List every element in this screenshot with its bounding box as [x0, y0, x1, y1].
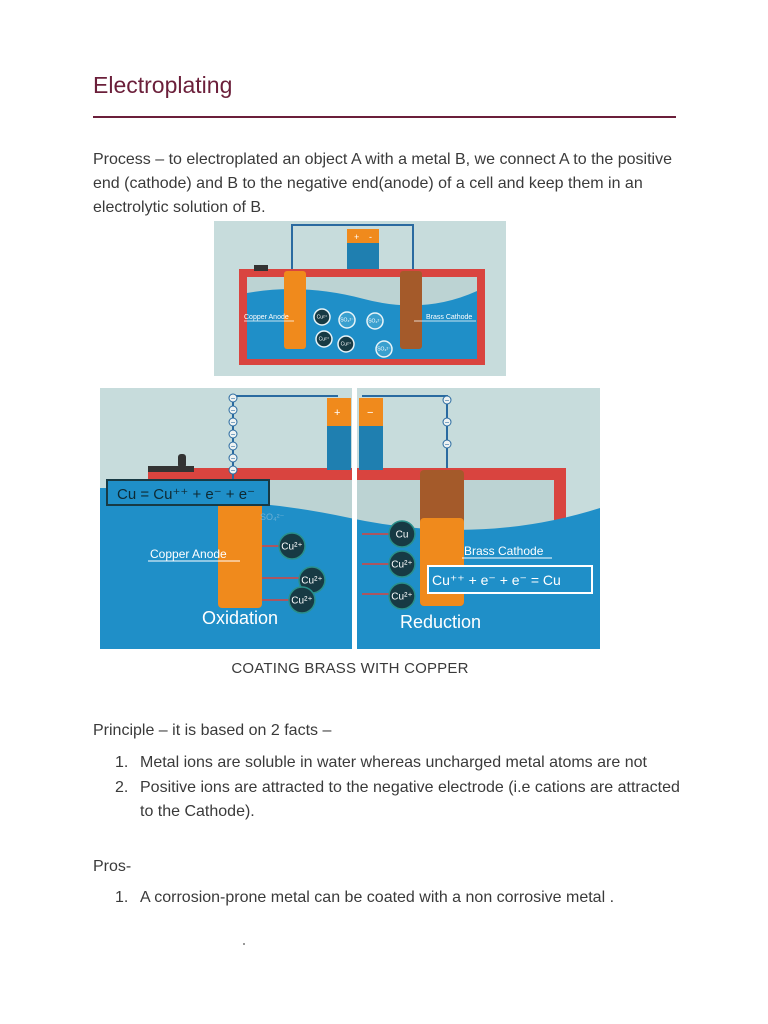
- battery-plus: +: [354, 232, 359, 242]
- list-item: 1. Metal ions are soluble in water wherea…: [93, 751, 683, 775]
- battery-plus: +: [334, 407, 340, 419]
- electron-sign: −: [231, 406, 236, 415]
- electron-icon: −: [228, 405, 238, 415]
- ion-bubble: Cu²⁺: [313, 308, 331, 326]
- ion-bubble: SO₄²⁻: [366, 312, 384, 330]
- electron-sign: −: [231, 418, 236, 427]
- electron-icon: −: [228, 393, 238, 403]
- brass-cathode: [400, 271, 422, 349]
- electron-sign: −: [231, 430, 236, 439]
- left-anode-label: Copper Anode: [150, 547, 227, 561]
- list-text: A corrosion-prone metal can be coated wi…: [140, 889, 615, 906]
- ion-bubble: Cu: [388, 520, 416, 548]
- reduction-title: Reduction: [400, 612, 481, 632]
- list-number: 2.: [115, 779, 129, 796]
- reduction-equation-box: Cu⁺⁺ + e⁻ + e⁻ = Cu: [427, 565, 593, 594]
- ion-label: Cu²⁺: [391, 591, 412, 602]
- reduction-equation: Cu⁺⁺ + e⁻ + e⁻ = Cu: [432, 572, 561, 588]
- panel-divider: [352, 388, 357, 649]
- ion-label: SO₄²⁻: [377, 347, 391, 353]
- list-number: 1.: [115, 754, 129, 771]
- electron-sign: −: [231, 394, 236, 403]
- battery-icon: + −: [327, 398, 383, 470]
- ion-bubble: SO₄²⁻: [338, 311, 356, 329]
- oxidation-title: Oxidation: [202, 608, 278, 628]
- ion-bubble: Cu²⁺: [337, 335, 355, 353]
- ion-label: Cu²⁺: [319, 337, 330, 343]
- circuit-wire: [291, 224, 414, 269]
- ion-label: SO₄²⁻: [368, 319, 382, 325]
- electron-sign: −: [231, 442, 236, 451]
- stray-mark: [243, 943, 245, 945]
- electron-icon: −: [442, 395, 452, 405]
- ion-bubble: Cu²⁺: [388, 550, 416, 578]
- electron-icon: −: [228, 465, 238, 475]
- ion-label: Cu²⁺: [301, 575, 322, 586]
- cathode-label: Brass Cathode: [426, 314, 472, 321]
- battery-icon: + -: [347, 229, 379, 269]
- electron-sign: −: [231, 466, 236, 475]
- ion-bubble: Cu²⁺: [315, 330, 333, 348]
- page-title: Electroplating: [93, 72, 233, 98]
- electron-sign: −: [445, 396, 450, 405]
- electroplating-cell-figure: + - Copper Anode Brass Cathode Cu²⁺ SO₄²⁻…: [214, 221, 506, 376]
- battery-minus: -: [369, 232, 372, 242]
- ion-label: Cu²⁺: [391, 559, 412, 570]
- ion-label: SO₄²⁻: [340, 318, 354, 324]
- electron-icon: −: [228, 429, 238, 439]
- ion-bubble: Cu²⁺: [288, 586, 316, 614]
- copper-anode: [218, 498, 262, 608]
- electron-icon: −: [228, 417, 238, 427]
- principle-list: 1. Metal ions are soluble in water wherea…: [93, 751, 683, 824]
- list-item: 1. A corrosion-prone metal can be coated …: [93, 886, 683, 910]
- ion-label: Cu²⁺: [281, 541, 302, 552]
- pros-heading: Pros-: [93, 858, 132, 875]
- electron-sign: −: [445, 440, 450, 449]
- copper-anode: [284, 271, 306, 349]
- ion-label: Cu²⁺: [317, 315, 328, 321]
- list-number: 1.: [115, 889, 129, 906]
- ion-group: Cu²⁺ SO₄²⁻ SO₄²⁻ Cu²⁺ Cu²⁺ SO₄²⁻: [313, 308, 393, 358]
- oxidation-reduction-figure: −−−−−−−−−−−− + − Cu = Cu⁺⁺ + e⁻ + e⁻ Cu⁺…: [100, 388, 600, 649]
- ion-label: Cu²⁺: [291, 595, 312, 606]
- pros-list: 1. A corrosion-prone metal can be coated …: [93, 886, 683, 910]
- figure-caption: COATING BRASS WITH COPPER: [231, 660, 469, 677]
- list-text: Metal ions are soluble in water whereas …: [140, 754, 647, 771]
- electron-icon: −: [442, 417, 452, 427]
- right-cathode-label: Brass Cathode: [464, 544, 544, 558]
- tap-icon: [254, 265, 268, 271]
- title-divider: [93, 116, 676, 118]
- oxidation-equation-box: Cu = Cu⁺⁺ + e⁻ + e⁻: [106, 479, 270, 506]
- principle-heading: Principle – it is based on 2 facts –: [93, 722, 332, 739]
- oxidation-equation: Cu = Cu⁺⁺ + e⁻ + e⁻: [117, 486, 255, 503]
- ion-bubble: Cu²⁺: [388, 582, 416, 610]
- electron-icon: −: [228, 453, 238, 463]
- ion-label: Cu²⁺: [341, 342, 352, 348]
- anode-label: Copper Anode: [244, 314, 289, 321]
- electron-icon: −: [442, 439, 452, 449]
- electron-icon: −: [228, 441, 238, 451]
- ion-label: Cu: [396, 529, 409, 540]
- electron-sign: −: [231, 454, 236, 463]
- tap-icon: [148, 454, 194, 472]
- process-paragraph: Process – to electroplated an object A w…: [93, 151, 673, 216]
- list-item: 2. Positive ions are attracted to the neg…: [93, 776, 683, 824]
- ion-bubble: SO₄²⁻: [375, 340, 393, 358]
- ion-bubble: Cu²⁺: [278, 532, 306, 560]
- battery-minus: −: [367, 407, 373, 419]
- faint-sulfate-ion: SO₄²⁻: [260, 512, 285, 522]
- list-text: Positive ions are attracted to the negat…: [140, 779, 680, 820]
- electron-sign: −: [445, 418, 450, 427]
